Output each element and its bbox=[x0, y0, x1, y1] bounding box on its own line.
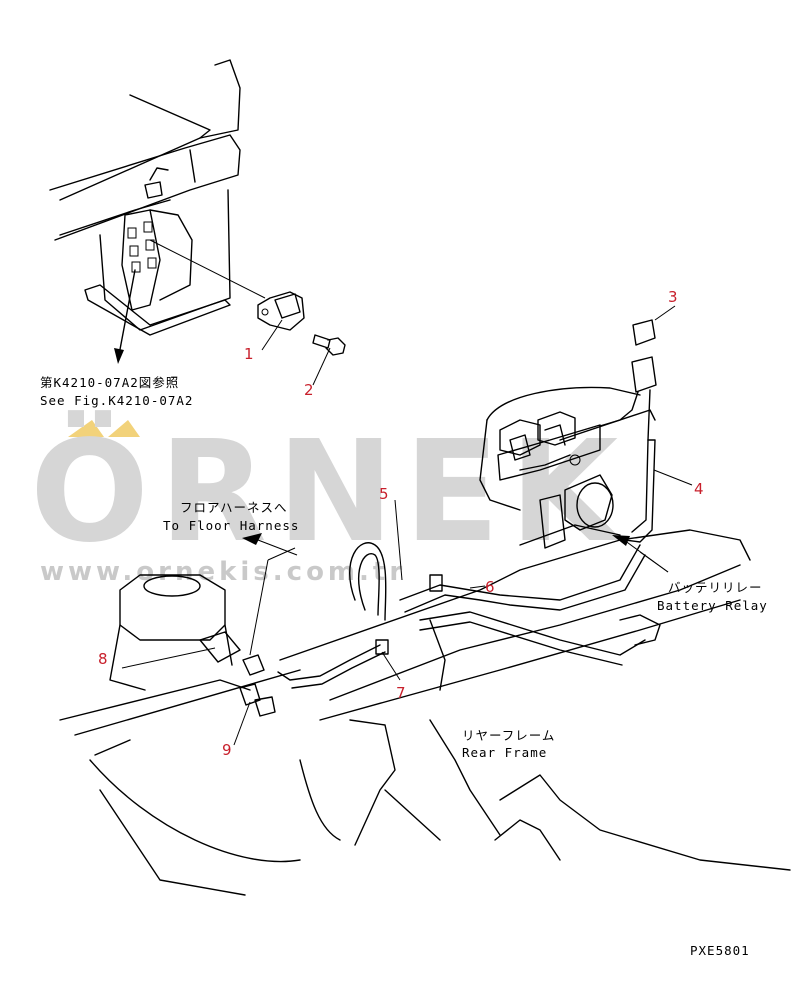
callout-6: 6 bbox=[485, 578, 495, 596]
rear-frame-jp: リヤーフレーム bbox=[462, 728, 555, 743]
drawing-code: PXE5801 bbox=[690, 943, 750, 958]
battery-relay-jp: バッテリリレー bbox=[668, 580, 763, 595]
callout-7: 7 bbox=[396, 684, 406, 702]
rear-frame bbox=[59, 529, 791, 896]
watermark-accent-left bbox=[68, 420, 104, 437]
annotations: 第K4210-07A2図参照 See Fig.K4210-07A2 フロアハーネ… bbox=[40, 375, 768, 958]
rear-frame-en: Rear Frame bbox=[462, 745, 547, 760]
part-1-relay bbox=[257, 291, 305, 331]
watermark-accent-right bbox=[108, 420, 140, 437]
callout-8: 8 bbox=[98, 650, 108, 668]
battery-relay-assembly bbox=[479, 319, 657, 549]
leader-lines bbox=[121, 305, 693, 746]
fig-ref-en: See Fig.K4210-07A2 bbox=[40, 393, 193, 408]
battery-relay-en: Battery Relay bbox=[657, 598, 768, 613]
watermark-url: www.ornekis.com.tr bbox=[40, 557, 406, 587]
fig-ref-jp: 第K4210-07A2図参照 bbox=[40, 375, 179, 390]
callout-2: 2 bbox=[304, 381, 314, 399]
part-2-bolt bbox=[312, 334, 346, 356]
callout-3: 3 bbox=[668, 288, 678, 306]
floor-harness-jp: フロアハーネスへ bbox=[180, 500, 288, 515]
callout-9: 9 bbox=[222, 741, 232, 759]
cab-assembly bbox=[49, 59, 266, 364]
callout-numbers: 1 2 3 4 5 6 7 8 9 bbox=[98, 288, 704, 759]
callout-5: 5 bbox=[379, 485, 389, 503]
floor-harness-en: To Floor Harness bbox=[163, 518, 299, 533]
callout-4: 4 bbox=[694, 480, 704, 498]
callout-1: 1 bbox=[244, 345, 254, 363]
